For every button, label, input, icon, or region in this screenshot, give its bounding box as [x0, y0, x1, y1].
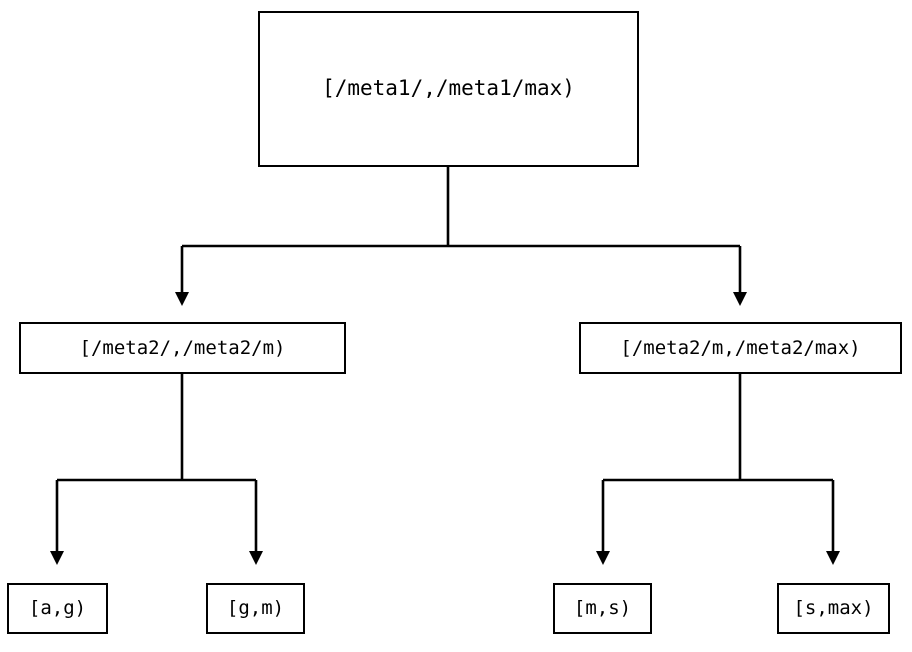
tree-node-leaf-0-label: [a,g) [28, 597, 87, 620]
tree-node-leaf-1-label: [g,m) [226, 597, 285, 620]
tree-node-level2-right[interactable]: [/meta2/m,/meta2/max) [579, 322, 902, 374]
tree-node-root[interactable]: [/meta1/,/meta1/max) [258, 11, 639, 167]
arrowhead-level2-right [733, 292, 747, 306]
tree-node-leaf-0[interactable]: [a,g) [7, 583, 108, 634]
tree-node-leaf-2-label: [m,s) [573, 597, 632, 620]
arrowhead-leaf-3 [826, 551, 840, 565]
tree-node-leaf-3[interactable]: [s,max) [777, 583, 890, 634]
tree-node-leaf-1[interactable]: [g,m) [206, 583, 305, 634]
tree-node-leaf-2[interactable]: [m,s) [553, 583, 652, 634]
arrowhead-leaf-0 [50, 551, 64, 565]
arrowhead-level2-left [175, 292, 189, 306]
tree-node-level2-right-label: [/meta2/m,/meta2/max) [620, 336, 861, 359]
tree-node-level2-left-label: [/meta2/,/meta2/m) [79, 336, 286, 359]
arrowhead-leaf-2 [596, 551, 610, 565]
tree-node-root-label: [/meta1/,/meta1/max) [322, 76, 575, 101]
arrowhead-leaf-1 [249, 551, 263, 565]
tree-node-level2-left[interactable]: [/meta2/,/meta2/m) [19, 322, 346, 374]
tree-node-leaf-3-label: [s,max) [793, 597, 874, 620]
